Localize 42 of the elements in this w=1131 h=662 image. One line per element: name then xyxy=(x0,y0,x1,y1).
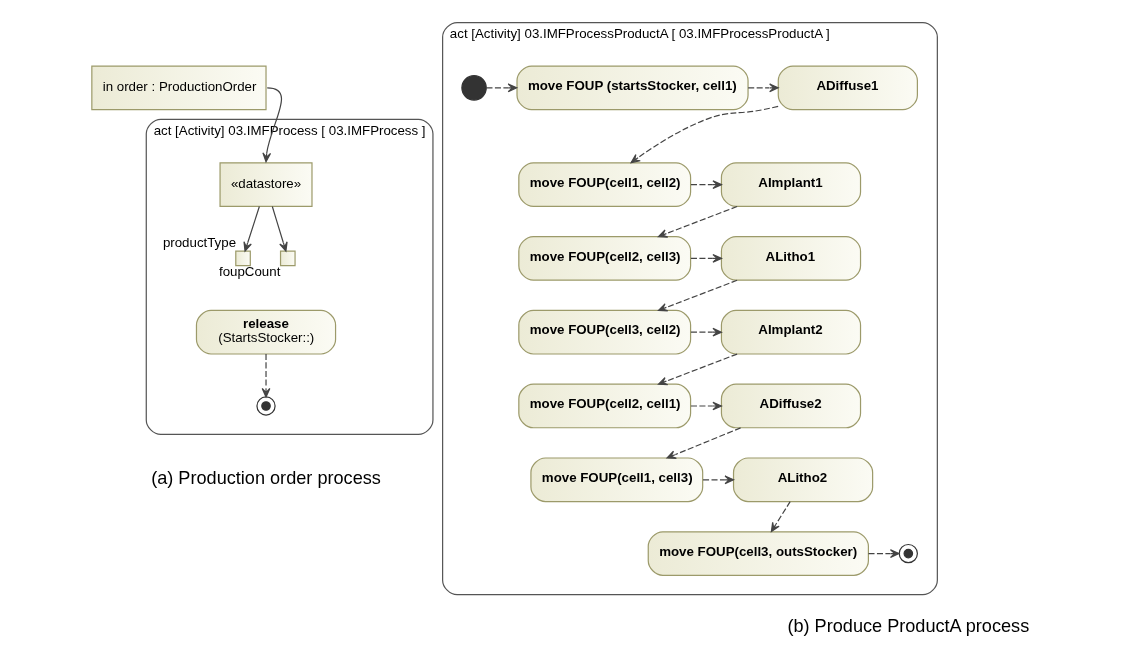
node-box xyxy=(234,250,251,267)
arrow xyxy=(689,254,722,263)
node-box: move FOUP(cell3, cell2) xyxy=(517,309,691,355)
node-box: «datastore» xyxy=(218,162,313,207)
node-box: move FOUP(cell3, outsStocker) xyxy=(647,531,869,576)
arrow xyxy=(689,401,722,411)
arrow xyxy=(770,501,791,533)
arrow xyxy=(747,83,779,93)
node-box: release (StartsStocker::) xyxy=(195,309,336,355)
arrow xyxy=(665,427,741,459)
node-label: productType xyxy=(162,235,236,251)
arrow xyxy=(701,475,734,485)
node-box: move FOUP(cell2, cell3) xyxy=(517,236,691,281)
node-box: ADiffuse2 xyxy=(720,383,861,429)
node-box: move FOUP (startsStocker, cell1) xyxy=(515,65,749,111)
arrow xyxy=(261,353,270,398)
node-box: AImplant2 xyxy=(720,309,861,355)
node-box: move FOUP(cell1, cell3) xyxy=(529,457,703,503)
node-box: in order : ProductionOrder xyxy=(90,65,267,111)
node-bullseye xyxy=(255,396,276,416)
arrow xyxy=(689,327,722,337)
node-box: move FOUP(cell1, cell2) xyxy=(517,162,691,207)
arrow xyxy=(657,279,738,312)
node-box: ADiffuse1 xyxy=(777,65,918,111)
node-bullseye xyxy=(898,543,918,564)
arrow xyxy=(867,549,900,558)
node-box xyxy=(279,250,296,267)
arrow xyxy=(242,205,260,252)
arrow xyxy=(657,353,738,386)
node-label: (b) Produce ProductA process xyxy=(786,615,1029,636)
node-label: (a) Production order process xyxy=(150,468,381,489)
arrow xyxy=(689,180,722,190)
node-label: foupCount xyxy=(218,264,280,280)
arrow xyxy=(485,83,517,93)
arrow xyxy=(657,205,738,238)
arrow xyxy=(271,205,288,252)
node-box: ALitho2 xyxy=(732,457,873,503)
node-box: move FOUP(cell2, cell1) xyxy=(517,383,691,429)
node-circle xyxy=(460,75,487,101)
arrow xyxy=(630,105,779,164)
node-box: ALitho1 xyxy=(720,236,861,281)
node-box: AImplant1 xyxy=(720,162,861,207)
